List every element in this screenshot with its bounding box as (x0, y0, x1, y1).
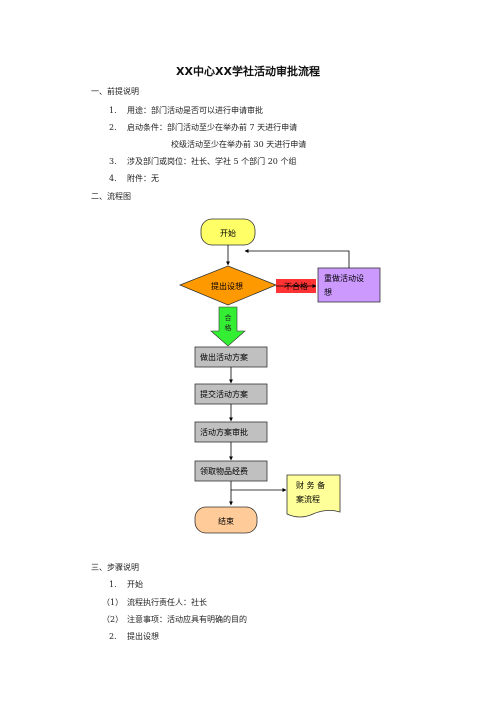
steps-item-1-2: （2）注意事项：活动应具有明确的目的 (102, 615, 247, 625)
finance-doc-label-line2: 案流程 (296, 494, 320, 504)
finance-doc-label-line1: 财 务 备 (296, 480, 325, 490)
item-number: （1） (102, 598, 124, 607)
item-text: 提出设想 (127, 632, 159, 641)
item-number: 1. (109, 106, 117, 115)
step-approve-plan-label: 活动方案审批 (200, 427, 248, 437)
item-text: 注意事项：活动应具有明确的目的 (127, 615, 247, 624)
start-label: 开始 (220, 228, 236, 238)
item-number: 3. (109, 157, 117, 166)
pass-arrow (210, 306, 246, 347)
redo-process-box (317, 267, 381, 303)
steps-item-1-1: （1）流程执行责任人：社长 (102, 598, 207, 608)
section-heading-flowchart: 二、流程图 (91, 192, 131, 201)
item-number: 4. (109, 174, 117, 183)
step-make-plan-label: 做出活动方案 (200, 352, 248, 362)
finance-document-shape (286, 474, 341, 518)
item-text: 启动条件：部门活动至少在举办前 7 天进行申请 (127, 123, 298, 132)
step-submit-plan-label: 提交活动方案 (200, 389, 248, 399)
item-text: 附件：无 (127, 174, 159, 183)
redo-label-line2: 想 (324, 287, 332, 297)
item-text: 流程执行责任人：社长 (127, 598, 207, 607)
end-label: 结束 (218, 516, 234, 526)
item-number: 2. (109, 632, 117, 641)
pass-label-line1: 合 (225, 313, 232, 322)
document-title: XX中心XX学社活动审批流程 (176, 65, 320, 78)
item-text: 涉及部门或岗位：社长、学社 5 个部门 20 个组 (127, 157, 297, 166)
premise-item-2: 2. 启动条件：部门活动至少在举办前 7 天进行申请 (109, 123, 297, 133)
premise-item-3: 3. 涉及部门或岗位：社长、学社 5 个部门 20 个组 (109, 157, 296, 167)
decision-label: 提出设想 (211, 281, 243, 291)
item-number: 1. (109, 580, 117, 589)
premise-item-2-continued: 校级活动至少在举办前 30 天进行申请 (171, 140, 306, 150)
redo-label-line1: 重做活动设 (324, 273, 364, 283)
pass-label-line2: 格 (225, 323, 232, 332)
arrow-redo-loop-back (244, 249, 350, 268)
step-receive-funds-label: 领取物品经费 (200, 466, 248, 476)
end-terminator (194, 506, 258, 534)
steps-item-1: 1. 开始 (109, 580, 143, 590)
steps-item-2: 2. 提出设想 (109, 632, 159, 642)
section-heading-steps: 三、步骤说明 (91, 563, 139, 572)
item-text: 用途：部门活动是否可以进行申请审批 (127, 106, 263, 115)
item-number: 2. (109, 123, 117, 132)
item-text: 开始 (127, 580, 143, 589)
premise-item-4: 4. 附件：无 (109, 174, 159, 184)
item-number: （2） (102, 615, 124, 624)
decision-diamond (178, 265, 278, 306)
item-text: 校级活动至少在举办前 30 天进行申请 (171, 140, 307, 149)
premise-item-1: 1. 用途：部门活动是否可以进行申请审批 (109, 106, 263, 116)
section-heading-premise: 一、前提说明 (91, 87, 139, 96)
